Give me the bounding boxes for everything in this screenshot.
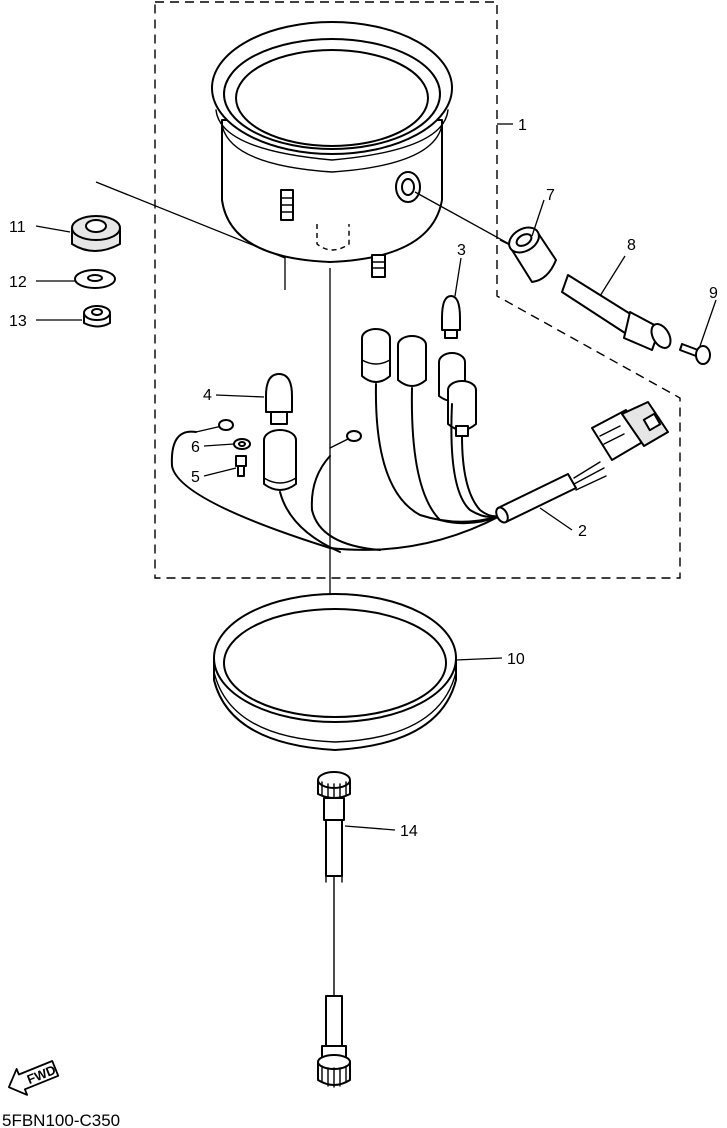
callout-14: 14	[400, 823, 418, 840]
screw	[679, 343, 711, 365]
callout-13: 13	[9, 313, 27, 330]
rubber-grommet	[71, 215, 121, 252]
small-screw	[235, 455, 247, 477]
bulb-top	[441, 295, 461, 339]
socket-a	[361, 328, 391, 383]
assembly-boundary	[154, 1, 681, 579]
meter-cable	[317, 771, 351, 1088]
collar	[508, 226, 557, 283]
callout-4: 4	[203, 387, 212, 404]
sleeve	[561, 274, 672, 351]
callout-9: 9	[709, 285, 718, 302]
callout-2: 2	[578, 523, 587, 540]
ring-terminal	[195, 419, 362, 449]
socket-left	[263, 429, 297, 491]
callout-3: 3	[457, 242, 466, 259]
wire-harness	[170, 383, 669, 553]
callout-8: 8	[627, 237, 636, 254]
callout-6: 6	[191, 439, 200, 456]
washer	[74, 269, 116, 289]
bulb-left	[265, 373, 293, 425]
callout-12: 12	[9, 274, 27, 291]
callout-1: 1	[518, 117, 527, 134]
small-washer	[233, 438, 251, 450]
meter-housing	[211, 21, 453, 278]
callout-10: 10	[507, 651, 525, 668]
fwd-arrow-icon: FWD	[7, 1060, 60, 1096]
callout-11: 11	[9, 219, 26, 236]
gasket-ring	[213, 593, 457, 751]
socket-b	[397, 335, 427, 387]
callout-7: 7	[546, 187, 555, 204]
nut	[83, 305, 111, 328]
callout-5: 5	[191, 469, 200, 486]
socket-d	[447, 380, 477, 437]
diagram-code: 5FBN100-C350	[2, 1111, 120, 1128]
